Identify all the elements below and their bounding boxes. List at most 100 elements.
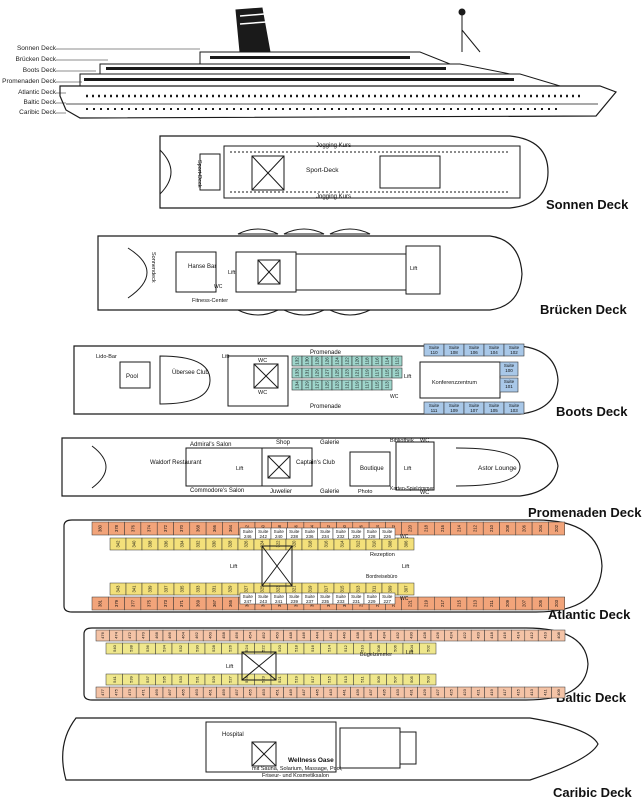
deck-title-atlantic: Atlantic Deck: [548, 607, 631, 622]
suite: [499, 377, 519, 393]
suite-num: 110: [430, 350, 438, 355]
baltic-buegel: Bügelzimmer: [360, 652, 392, 658]
cabin-number: 435: [382, 688, 387, 695]
cabin-number: 209: [505, 599, 510, 607]
cabin-number: 538: [128, 644, 133, 651]
suite-num: 235: [321, 599, 329, 604]
cabin-number: 517: [310, 675, 315, 682]
cabin-number: 468: [154, 631, 159, 638]
boots-promenade-bottom: Promenade: [310, 404, 342, 410]
cabin-number: 528: [211, 644, 216, 651]
suite-num: 240: [275, 534, 283, 539]
bruecken-lift-2: Lift: [410, 266, 418, 272]
suite-label: Suite: [320, 594, 331, 599]
suite-num: 230: [352, 534, 360, 539]
cabin-number: 327: [244, 585, 249, 593]
cabin-number: 426: [435, 631, 440, 638]
cabin-number: 410: [542, 631, 547, 638]
cabin-number: 205: [538, 599, 543, 607]
cabin-number: 341: [132, 585, 137, 593]
cabin-number: 525: [244, 675, 249, 682]
suite-label: Suite: [449, 345, 460, 350]
cabin: [419, 642, 437, 655]
cabin-number: 217: [440, 599, 445, 607]
cabin-number: 530: [194, 644, 199, 651]
suite-num: 234: [321, 534, 329, 539]
cabin-number: 446: [301, 631, 306, 638]
cabin-number: 424: [449, 631, 454, 638]
suite-label: Suite: [367, 529, 378, 534]
cabin-number: 460: [207, 631, 212, 638]
suite-label: Suite: [351, 594, 362, 599]
cabin-number: 511: [359, 676, 364, 683]
cabin-number: 371: [179, 599, 184, 607]
cabin-number: 518: [293, 644, 298, 651]
cabin-number: 469: [154, 688, 159, 695]
prom-commodores: Commodore's Salon: [190, 488, 244, 494]
atlantic-deck-plan: 3803783763743723703683663643623603583563…: [63, 519, 603, 613]
cabin-number: 311: [372, 585, 377, 592]
side-label-atlantic: Atlantic Deck: [18, 89, 56, 96]
suite-num: 109: [450, 408, 458, 413]
cabin-number: 319: [308, 585, 313, 593]
cabin-number: 114: [385, 357, 390, 365]
cabin-number: 370: [179, 524, 184, 532]
deck-title-bruecken: Brücken Deck: [540, 302, 627, 317]
suite-label: Suite: [449, 403, 460, 408]
cabin: [548, 596, 565, 611]
cabin-number: 127: [325, 369, 330, 377]
cabin-number: 412: [529, 631, 534, 638]
suite: [379, 592, 396, 605]
cabin-number: 134: [295, 381, 300, 389]
side-label-boots: Boots Deck: [22, 67, 56, 74]
suite-label: Suite: [469, 345, 480, 350]
cabin: [381, 379, 393, 391]
cabin-number: 306: [404, 540, 409, 548]
cabin: [391, 367, 403, 379]
cabin-number: 453: [261, 688, 266, 695]
bruecken-deck-plan: [97, 228, 523, 316]
boots-lido-bar: Lido-Bar: [96, 354, 117, 360]
suite-num: 108: [450, 350, 458, 355]
cabin-number: 414: [516, 631, 521, 638]
cabin-number: 503: [425, 675, 430, 682]
suite-num: 236: [306, 534, 314, 539]
cabin-number: 445: [315, 688, 320, 695]
cabin-number: 526: [227, 644, 232, 651]
bruecken-wc: WC: [214, 284, 223, 290]
cabin-number: 321: [292, 585, 297, 593]
cabin-number: 128: [315, 357, 320, 365]
cabin: [551, 686, 566, 699]
boots-wc-bottom: WC: [258, 390, 267, 396]
cabin-number: 364: [228, 524, 233, 532]
deck-title-sonnen: Sonnen Deck: [546, 197, 629, 212]
cabin-number: 459: [221, 688, 226, 695]
cabin-number: 338: [148, 540, 153, 548]
cabin-number: 208: [505, 524, 510, 532]
prom-boutique: Boutique: [360, 466, 384, 472]
suite-label: Suite: [469, 403, 480, 408]
cabin-number: 441: [341, 688, 346, 695]
cabin-number: 417: [502, 688, 507, 695]
cabin-number: 213: [473, 599, 478, 607]
suite-label: Suite: [305, 594, 316, 599]
boots-lift-1: Lift: [222, 354, 230, 360]
cabin-number: 211: [489, 599, 494, 606]
cabin-number: 472: [127, 631, 132, 638]
suite-num: 228: [368, 534, 376, 539]
side-label-baltic: Baltic Deck: [23, 99, 56, 106]
cabin-number: 524: [244, 644, 249, 651]
cabin-number: 423: [462, 688, 467, 695]
cabin-number: 113: [395, 369, 400, 377]
cabin-number: 366: [212, 524, 217, 532]
cabin-number: 428: [422, 631, 427, 638]
cabin-number: 429: [422, 688, 427, 695]
caribic-wellness: Wellness Oase: [288, 757, 334, 764]
bruecken-sonnendeck: Sonnendeck: [150, 252, 156, 283]
boots-promenade-top: Promenade: [310, 350, 342, 356]
cabin: [419, 673, 437, 686]
cabin-number: 206: [521, 524, 526, 532]
cabin-number: 470: [140, 631, 145, 638]
